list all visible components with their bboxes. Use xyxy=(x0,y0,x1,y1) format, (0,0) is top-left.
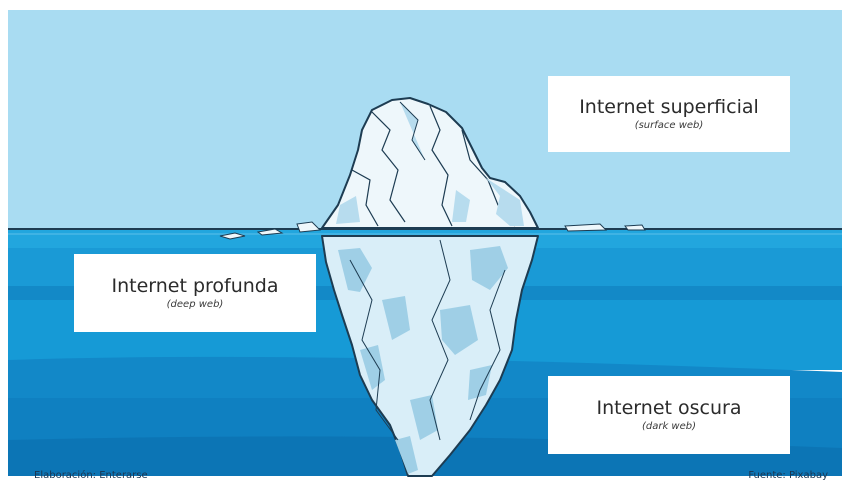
ice-floe xyxy=(624,224,646,231)
dark-web-label: Internet oscura (dark web) xyxy=(548,376,790,454)
ice-floe xyxy=(256,228,284,236)
surface-web-title: Internet superficial xyxy=(579,96,759,118)
deep-web-label: Internet profunda (deep web) xyxy=(74,254,316,332)
dark-web-subtitle: (dark web) xyxy=(641,421,697,432)
ice-floe xyxy=(219,232,246,240)
ice-floe xyxy=(564,223,608,232)
deep-web-subtitle: (deep web) xyxy=(166,299,224,310)
ice-floe xyxy=(296,221,322,233)
surface-web-label: Internet superficial (surface web) xyxy=(548,76,790,152)
deep-web-title: Internet profunda xyxy=(111,275,279,297)
iceberg-tip xyxy=(321,97,539,229)
credit-right: Fuente: Pixabay xyxy=(748,470,828,481)
dark-web-title: Internet oscura xyxy=(596,397,742,419)
iceberg-submerged xyxy=(321,235,539,477)
surface-web-subtitle: (surface web) xyxy=(634,120,704,131)
credit-left: Elaboración: Enterarse xyxy=(34,470,148,481)
